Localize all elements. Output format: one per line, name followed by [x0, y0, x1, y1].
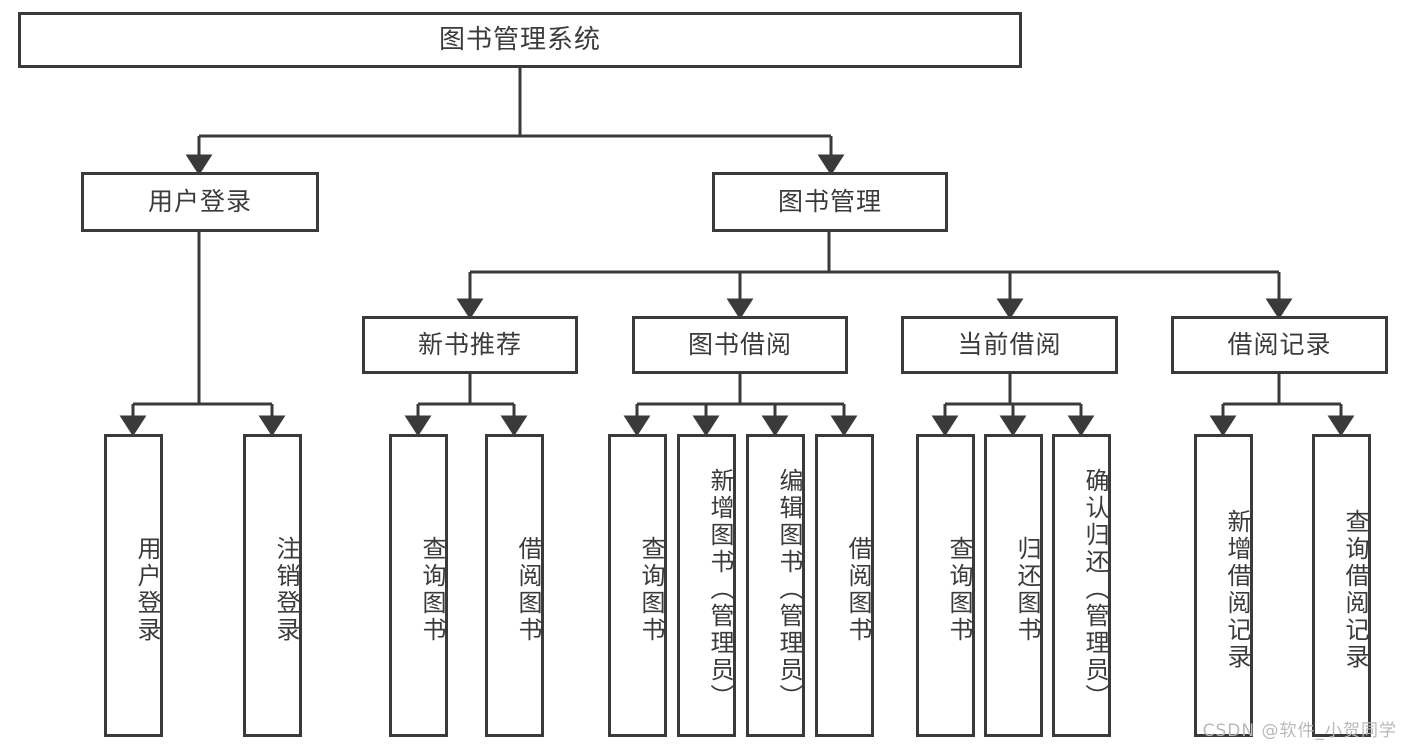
node-label: 注销登录 — [272, 535, 300, 644]
node-current-borrow[interactable]: 当前借阅 — [901, 316, 1118, 374]
leaf-borrow-record-query[interactable]: 查询借阅记录 — [1312, 434, 1371, 737]
node-root-system[interactable]: 图书管理系统 — [18, 12, 1022, 68]
node-book-management[interactable]: 图书管理 — [712, 172, 948, 232]
node-label: 图书管理 — [777, 187, 882, 217]
node-borrow-record[interactable]: 借阅记录 — [1171, 316, 1388, 374]
node-label: 查询图书 — [637, 535, 665, 644]
node-label: 查询图书 — [418, 535, 446, 644]
leaf-current-borrow-confirm-return[interactable]: 确认归还（管理员） — [1052, 434, 1111, 737]
node-label: 新增图书（管理员） — [706, 468, 734, 711]
node-label: 图书借阅 — [687, 330, 792, 360]
leaf-user-login-logout[interactable]: 注销登录 — [243, 434, 302, 737]
leaf-book-borrow-borrow[interactable]: 借阅图书 — [815, 434, 874, 737]
node-label: 新增借阅记录 — [1223, 508, 1251, 671]
node-label: 当前借阅 — [957, 330, 1062, 360]
leaf-current-borrow-return[interactable]: 归还图书 — [984, 434, 1043, 737]
node-label: 归还图书 — [1013, 535, 1041, 644]
leaf-user-login-login[interactable]: 用户登录 — [104, 434, 163, 737]
leaf-new-book-borrow[interactable]: 借阅图书 — [485, 434, 544, 737]
leaf-current-borrow-query[interactable]: 查询图书 — [916, 434, 975, 737]
node-user-login[interactable]: 用户登录 — [81, 172, 319, 232]
node-label: 借阅图书 — [844, 535, 872, 644]
node-label: 借阅图书 — [514, 535, 542, 644]
node-label: 用户登录 — [147, 187, 252, 217]
node-label: 图书管理系统 — [438, 24, 601, 55]
leaf-book-borrow-query[interactable]: 查询图书 — [608, 434, 667, 737]
node-label: 确认归还（管理员） — [1081, 468, 1109, 711]
node-label: 新书推荐 — [417, 330, 522, 360]
node-label: 借阅记录 — [1227, 330, 1332, 360]
leaf-book-borrow-add[interactable]: 新增图书（管理员） — [677, 434, 736, 737]
node-label: 查询借阅记录 — [1341, 508, 1369, 671]
watermark-text: CSDN @软件_小贺同学 — [1202, 721, 1397, 741]
leaf-borrow-record-add[interactable]: 新增借阅记录 — [1194, 434, 1253, 737]
node-label: 编辑图书（管理员） — [775, 468, 803, 711]
leaf-new-book-query[interactable]: 查询图书 — [389, 434, 448, 737]
leaf-book-borrow-edit[interactable]: 编辑图书（管理员） — [746, 434, 805, 737]
node-new-book-recommend[interactable]: 新书推荐 — [362, 316, 578, 374]
node-label: 用户登录 — [133, 535, 161, 644]
node-book-borrow[interactable]: 图书借阅 — [632, 316, 848, 374]
node-label: 查询图书 — [945, 535, 973, 644]
